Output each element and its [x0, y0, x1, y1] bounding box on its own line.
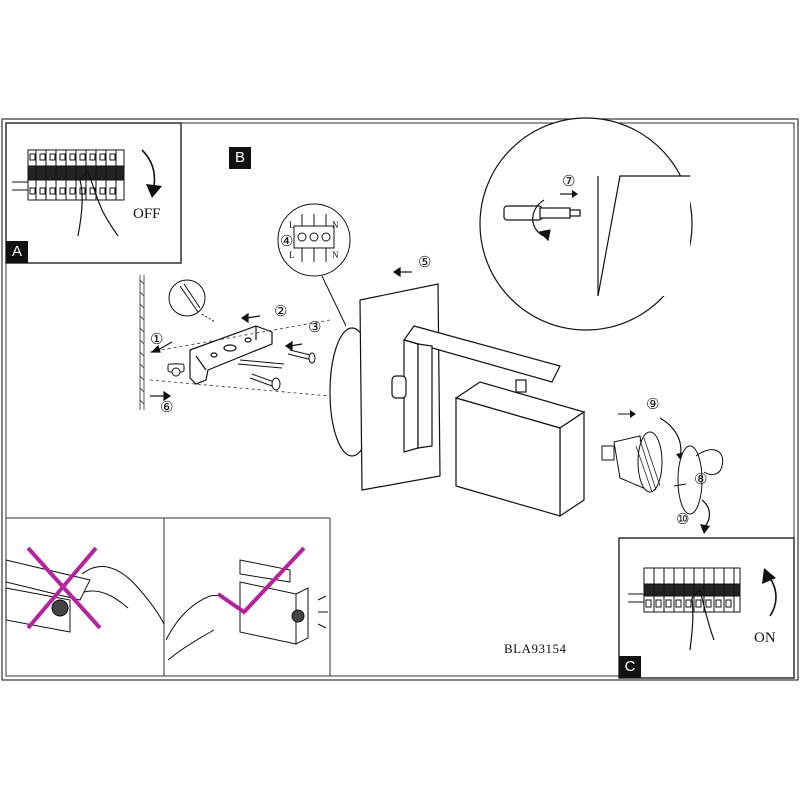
panel-b-label: B	[229, 147, 251, 169]
step-5: ⑤	[418, 255, 432, 271]
switch-on-arrow-icon	[769, 577, 777, 617]
lamp-head-icon	[454, 379, 586, 518]
step-2: ②	[274, 304, 288, 320]
detail-zoom-icon	[479, 117, 693, 331]
step-1: ①	[150, 332, 164, 348]
step-6: ⑥	[160, 400, 174, 416]
right-way-panel	[165, 546, 328, 661]
breaker-strip-icon	[628, 567, 741, 613]
model-code: BLA93154	[504, 641, 567, 656]
main-frame	[5, 122, 795, 677]
terminal-label-n-bottom: N	[332, 250, 339, 260]
retaining-clip-icon	[677, 445, 724, 515]
step-7: ⑦	[562, 174, 576, 190]
step-10: ⑩	[676, 512, 690, 528]
step-arrows	[150, 266, 412, 402]
screw-icon	[237, 349, 316, 391]
terminal-label-l-top: L	[289, 220, 295, 230]
lamp-arm-icon	[391, 325, 561, 453]
panel-b	[139, 117, 724, 534]
panel-a-label: A	[6, 241, 28, 263]
hand-icon	[689, 589, 715, 651]
terminal-label-l-bottom: L	[289, 250, 295, 260]
right-check-icon	[216, 546, 306, 615]
outer-frame	[1, 118, 799, 681]
panel-c-label: C	[619, 656, 641, 678]
step-4: ④	[280, 234, 294, 250]
panel-a	[5, 122, 182, 264]
breaker-strip-icon	[12, 149, 125, 201]
hand-icon	[77, 171, 119, 237]
on-text: ON	[754, 630, 776, 646]
mounting-bracket-icon	[189, 325, 273, 385]
switch-off-arrow-icon	[141, 149, 156, 187]
rotate-arrow-icon	[659, 417, 682, 459]
wrong-cross-icon	[26, 546, 102, 630]
off-text: OFF	[133, 206, 161, 222]
step-9: ⑨	[646, 397, 660, 413]
drill-detail-icon	[168, 279, 216, 323]
step-8: ⑧	[694, 472, 708, 488]
step-3: ③	[308, 320, 322, 336]
wrong-way-panel	[5, 517, 331, 676]
terminal-label-n-top: N	[332, 220, 339, 230]
wall-icon	[139, 275, 145, 410]
gu10-bulb-icon	[601, 431, 663, 493]
wall-plug-icon	[167, 363, 185, 377]
panel-c	[618, 537, 795, 679]
terminal-block-detail-icon	[277, 203, 351, 327]
